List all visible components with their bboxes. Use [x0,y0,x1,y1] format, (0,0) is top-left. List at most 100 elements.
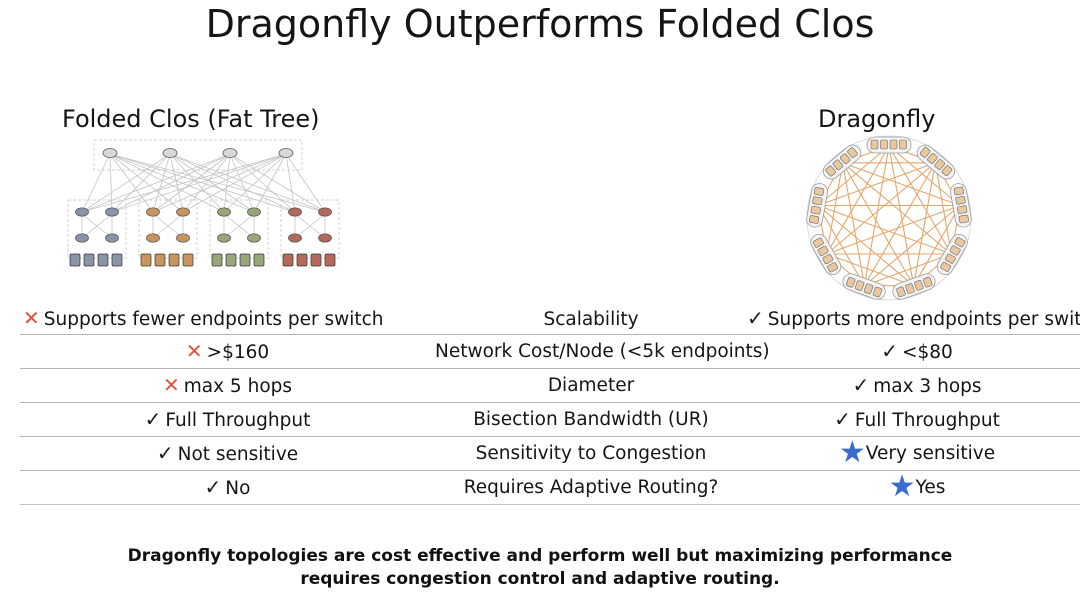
dragonfly-cell: ✓max 3 hops [747,368,1080,403]
clos-link [111,153,231,213]
metric-cell: Sensitivity to Congestion [435,436,747,471]
clos-link [169,153,296,213]
router-group [866,136,912,154]
comparison-table-body: ✕Supports fewer endpoints per switch Sca… [20,304,1080,505]
pod-box [209,199,269,259]
table-row: ✕max 5 hops Diameter ✓max 3 hops [20,368,1080,403]
clos-link [81,153,171,213]
pod-box [138,199,198,259]
router-node-icon [940,261,952,272]
clos-link [152,153,171,213]
dragonfly-cell: ✓Full Throughput [747,402,1080,437]
clos-link [229,153,326,213]
router-node-icon [954,237,966,248]
dragonfly-topology-diagram [806,135,972,301]
global-link [826,162,936,255]
spine-box [93,139,303,171]
table-row: ✓Not sensitive Sensitivity to Congestion… [20,436,1080,471]
clos-link [253,153,287,213]
global-link [817,205,865,286]
metric-cell: Requires Adaptive Routing? [435,470,747,505]
global-link [888,145,915,286]
edge-switch-icon [146,233,160,243]
spine-switch-icon [222,148,238,158]
global-link [817,205,914,287]
endpoint-node-icon [111,253,123,267]
aggregation-switch-icon [247,207,261,217]
aggregation-switch-icon [288,207,302,217]
dragonfly-value: Very sensitive [865,443,996,464]
endpoint-node-icon [168,253,180,267]
router-node-icon [808,215,820,224]
router-group [842,273,886,300]
aggregation-switch-icon [75,207,89,217]
router-node-icon [822,254,834,265]
global-link [863,162,936,286]
star-icon: ★ [888,469,916,504]
router-node-icon [854,280,865,291]
group-capsule [822,144,862,180]
aggregation-switch-icon [105,207,119,217]
router-node-icon [927,153,938,164]
check-icon: ✓ [852,372,870,397]
router-node-icon [813,187,825,196]
global-link [826,204,961,255]
aggregation-switch-icon [318,207,332,217]
global-link [842,162,915,286]
folded-clos-value: Not sensitive [177,443,299,465]
clos-link [285,153,296,213]
endpoint-node-icon [83,253,95,267]
router-node-icon [941,165,953,177]
clos-link [111,153,287,213]
clos-link [109,153,255,213]
clos-link [229,153,296,213]
dragonfly-value: <$80 [901,341,953,363]
clos-link [109,153,113,213]
clos-link [152,213,184,239]
router-node-icon [896,286,906,298]
metric-cell: Network Cost/Node (<5k endpoints) [435,334,770,369]
pod-box [67,199,127,259]
router-node-icon [810,205,821,215]
cross-icon: ✕ [185,338,203,363]
group-capsule [916,144,956,180]
footnote-line-1: Dragonfly topologies are cost effective … [127,546,953,566]
table-row: ✕Supports fewer endpoints per switch Sca… [20,304,1080,335]
endpoint-node-icon [182,253,194,267]
router-group [950,183,972,228]
check-icon: ✓ [881,338,898,363]
router-node-icon [847,147,858,159]
router-node-icon [889,139,898,150]
router-node-icon [949,245,961,256]
folded-clos-cell: ✕Supports fewer endpoints per switch [20,304,435,335]
group-capsule [892,273,936,300]
spine-switch-icon [102,148,118,158]
slide-title: Dragonfly Outperforms Folded Clos [205,2,875,46]
global-link [817,145,890,206]
edge-switch-icon [176,233,190,243]
metric-cell: Diameter [435,368,747,403]
clos-link [152,153,287,213]
dragonfly-cell: ✓Supports more endpoints per switch [747,304,1080,335]
dragonfly-cell: ★Yes [747,469,1080,505]
check-icon: ✓ [156,440,174,465]
global-link [826,253,914,287]
folded-clos-cell: ✓Not sensitive [20,436,435,471]
router-node-icon [832,159,844,171]
router-node-icon [825,165,836,177]
clos-link [152,153,231,213]
router-node-icon [905,283,915,294]
edge-switch-icon [75,233,89,243]
folded-clos-topology-diagram [67,139,340,267]
folded-clos-value: No [225,477,251,499]
router-node-icon [923,276,933,288]
clos-link-group [81,153,326,239]
edge-switch-icon [247,233,261,243]
edge-switch-icon [105,233,119,243]
router-group [806,183,828,228]
dragonfly-label: Dragonfly [818,105,936,133]
router-node-icon [817,245,829,256]
footnote-line-2: requires congestion control and adaptive… [300,569,780,589]
router-node-icon [812,196,823,206]
aggregation-switch-icon [146,207,160,217]
